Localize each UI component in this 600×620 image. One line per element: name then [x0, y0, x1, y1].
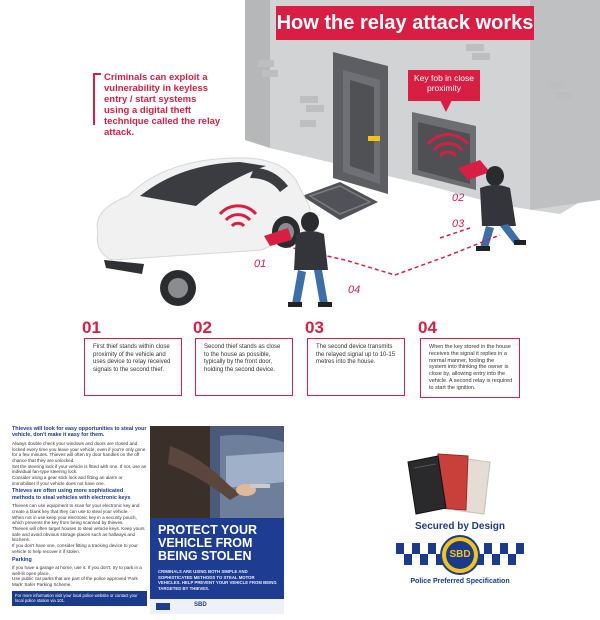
- step-number-02: 02: [193, 318, 212, 337]
- page-title: How the relay attack works: [276, 6, 534, 40]
- poster-footer-logo: SBD: [194, 602, 207, 608]
- poster-title: PROTECT YOUR VEHICLE FROM BEING STOLEN: [158, 523, 258, 563]
- advice-bullet: When not in use keep your electronic key…: [12, 514, 137, 526]
- advice-bullet: Always double check your windows and doo…: [12, 440, 146, 463]
- advice-heading-2: Thieves are often using more sophisticat…: [12, 488, 131, 501]
- relay-attack-illustration: [96, 0, 600, 307]
- step-box-04: When the key stored in the house receive…: [420, 338, 520, 398]
- map-label-01: 01: [254, 258, 267, 270]
- advice-bullet: Thieves will often target houses to stea…: [12, 526, 145, 543]
- advice-bullet: Thieves can use equipment to scan for yo…: [12, 503, 140, 514]
- advice-bullet: Use public car parks that are part of th…: [12, 576, 138, 588]
- secured-by-design-text: Secured by Design: [414, 521, 506, 532]
- step-box-02: Second thief stands as close to the hous…: [195, 338, 293, 396]
- police-preferred-caption: Police Preferred Specification: [410, 578, 510, 585]
- step-number-01: 01: [82, 318, 101, 337]
- step-box-01: First thief stands within close proximit…: [84, 338, 182, 396]
- faraday-pouches-image: [407, 453, 491, 515]
- intro-text: Criminals can exploit a vulnerability in…: [104, 72, 221, 138]
- car-door-photo: [150, 426, 284, 518]
- advice-heading-1: Thieves will look for easy opportunities…: [12, 426, 147, 439]
- protect-vehicle-poster: PROTECT YOUR VEHICLE FROM BEING STOLEN C…: [150, 426, 284, 614]
- poster-footer: SBD: [150, 599, 284, 614]
- map-label-02: 02: [452, 192, 465, 204]
- advice-footer: For more information visit your local po…: [12, 590, 147, 606]
- keyfob-callout: Key fob in close proximity: [408, 70, 480, 101]
- advice-bullet: If you don't have one, consider fitting …: [12, 543, 138, 554]
- step-number-04: 04: [418, 318, 437, 337]
- step-number-03: 03: [305, 318, 324, 337]
- advice-bullet: Set the steering lock if your vehicle is…: [12, 463, 147, 475]
- advice-bullet: If you have a garage at home, use it. If…: [12, 564, 142, 576]
- map-label-04: 04: [348, 284, 361, 296]
- advice-heading-3: Parking: [12, 556, 32, 563]
- map-label-03: 03: [452, 218, 465, 230]
- step-box-03: The second device transmits the relayed …: [307, 338, 405, 396]
- poster-subtitle: CRIMINALS ARE USING BOTH SIMPLE AND SOPH…: [158, 569, 277, 591]
- sbd-badge-text: SBD: [449, 549, 471, 560]
- police-logo-icon: [156, 603, 170, 610]
- advice-bullet: Consider using a gear stick lock and fit…: [12, 475, 123, 486]
- sbd-police-badge: [396, 535, 524, 575]
- advice-leaflet: Thieves will look for easy opportunities…: [12, 426, 147, 614]
- intro-bracket: [93, 73, 101, 125]
